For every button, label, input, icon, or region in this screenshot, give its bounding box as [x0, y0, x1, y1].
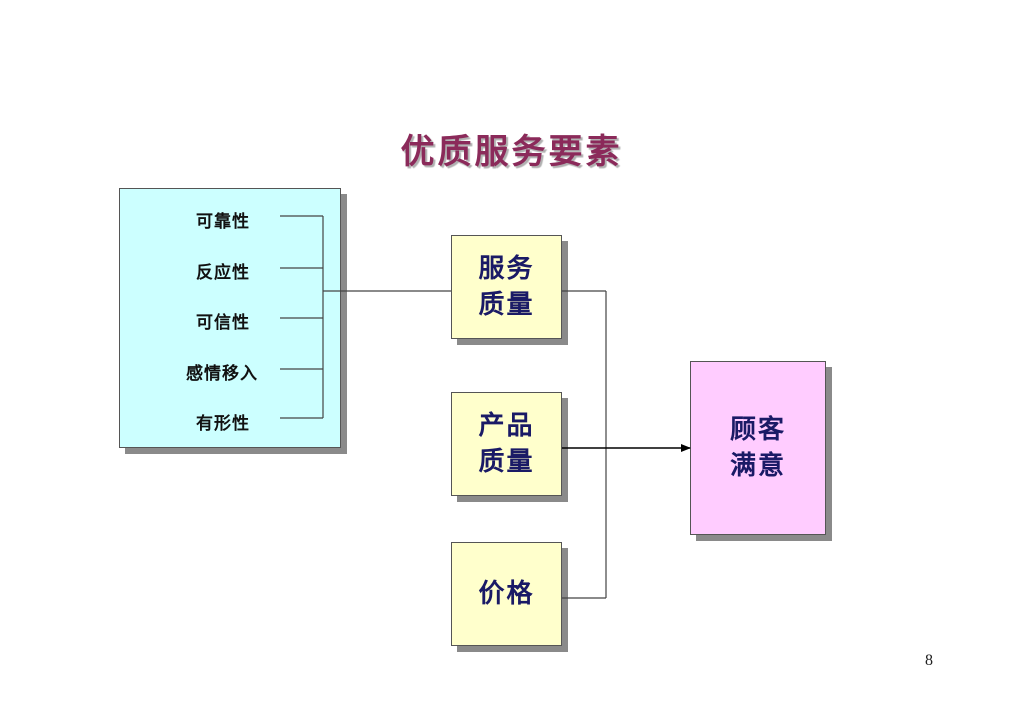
dimension-label-credibility: 可信性	[196, 313, 250, 333]
service-quality-box: 服务 质量	[451, 235, 562, 339]
product-quality-box: 产品 质量	[451, 392, 562, 496]
price-box: 价格	[451, 542, 562, 646]
price-label: 价格	[478, 579, 535, 609]
dimension-label-responsiveness: 反应性	[196, 263, 250, 283]
dimension-label-empathy: 感情移入	[186, 364, 258, 384]
customer-satisfaction-box: 顾客 满意	[690, 361, 826, 535]
service-quality-label: 服务 质量	[478, 254, 535, 320]
page-title: 优质服务要素	[400, 132, 623, 172]
page-number: 8	[925, 652, 933, 669]
customer-satisfaction-label: 顾客 满意	[729, 415, 786, 481]
dimension-label-reliability: 可靠性	[196, 212, 250, 232]
product-quality-label: 产品 质量	[478, 411, 535, 477]
dimension-label-tangibles: 有形性	[196, 414, 250, 434]
